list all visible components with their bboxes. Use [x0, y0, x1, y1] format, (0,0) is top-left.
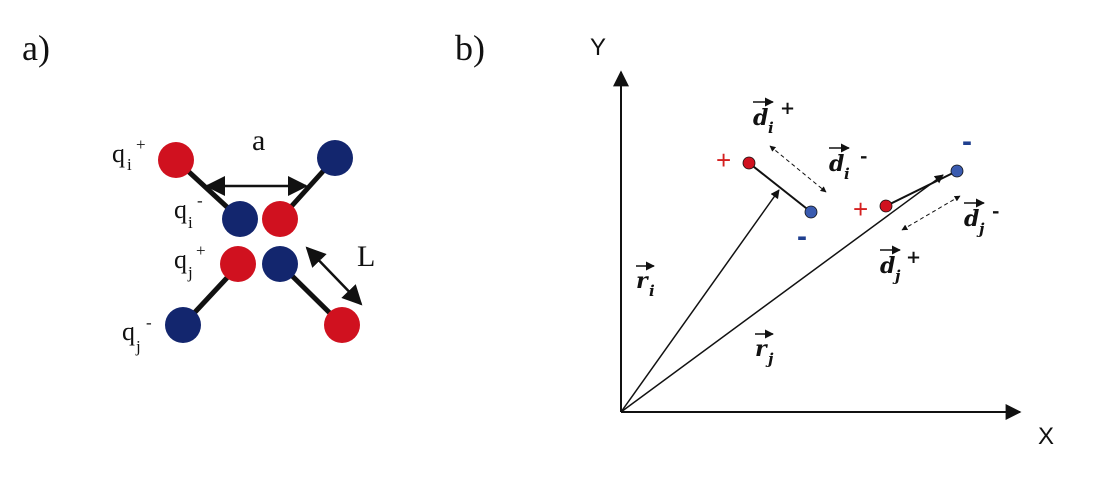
svg-text:q: q [174, 245, 187, 274]
svg-text:i: i [127, 155, 132, 174]
dimension-L-arrow [305, 246, 363, 306]
svg-text:j: j [765, 350, 774, 368]
svg-text:i: i [844, 165, 850, 183]
svg-text:r: r [636, 268, 649, 294]
svg-text:d: d [829, 151, 844, 177]
svg-text:d: d [964, 206, 979, 232]
svg-text:j: j [976, 220, 985, 238]
label-qj-plus: q j + [174, 241, 206, 282]
charge-qj-minus [165, 307, 201, 343]
dipole-j-rod [885, 170, 958, 207]
svg-text:-: - [992, 201, 999, 222]
label-d-i-plus: d i + [753, 97, 795, 137]
svg-text:q: q [112, 139, 125, 168]
dipole-i-rod [748, 162, 812, 213]
svg-text:+: + [906, 247, 921, 268]
charge-outer-bottom-right [324, 307, 360, 343]
svg-text:+: + [780, 98, 795, 119]
y-axis-label: Y [590, 34, 606, 61]
minus-sign-i: - [797, 220, 807, 253]
svg-text:j: j [892, 267, 901, 285]
panel-a-label: a) [22, 28, 50, 68]
x-axis-label: X [1038, 423, 1054, 450]
charges-panel-a [158, 140, 360, 343]
charge-outer-top-right [317, 140, 353, 176]
charge-qi-minus [222, 201, 258, 237]
d-j-arrow [901, 195, 961, 231]
svg-text:j: j [187, 263, 193, 282]
svg-text:+: + [136, 135, 146, 154]
dipole-i-minus [804, 205, 818, 219]
r-j-vector [620, 174, 944, 413]
svg-text:q: q [122, 317, 135, 346]
plus-sign-j: + [853, 194, 868, 224]
svg-text:d: d [880, 253, 895, 279]
charge-inner-top-right [262, 201, 298, 237]
label-qj-minus: q j - [122, 313, 152, 356]
svg-text:-: - [146, 313, 152, 332]
dipole-i-plus [742, 156, 756, 170]
minus-sign-j: - [962, 125, 972, 158]
svg-text:q: q [174, 195, 187, 224]
dimension-a-label: a [252, 124, 265, 157]
panel-b-label: b) [455, 28, 485, 68]
label-qi-minus: q i - [174, 191, 203, 232]
dimension-L-label: L [357, 240, 375, 273]
svg-text:i: i [768, 119, 774, 137]
label-r-i: r i [636, 261, 655, 300]
label-qi-plus: q i + [112, 135, 146, 174]
dipole-j-minus [950, 164, 964, 178]
plus-sign-i: + [716, 145, 731, 175]
r-i-vector [620, 189, 780, 413]
svg-text:d: d [753, 105, 768, 131]
svg-text:+: + [196, 241, 206, 260]
label-d-i-minus: d i - [829, 143, 867, 183]
charge-inner-bottom-right [262, 246, 298, 282]
charge-qj-plus [220, 246, 256, 282]
dipole-j-plus [879, 199, 893, 213]
svg-text:i: i [188, 213, 193, 232]
svg-text:-: - [197, 191, 203, 210]
svg-text:i: i [649, 282, 655, 300]
label-d-j-plus: d j + [880, 245, 921, 285]
label-r-j: r j [755, 329, 774, 368]
d-i-arrow [769, 145, 827, 193]
charge-qi-plus [158, 142, 194, 178]
svg-text:-: - [860, 146, 867, 167]
svg-text:r: r [755, 336, 768, 362]
label-d-j-minus: d j - [964, 198, 999, 238]
svg-text:j: j [135, 337, 141, 356]
